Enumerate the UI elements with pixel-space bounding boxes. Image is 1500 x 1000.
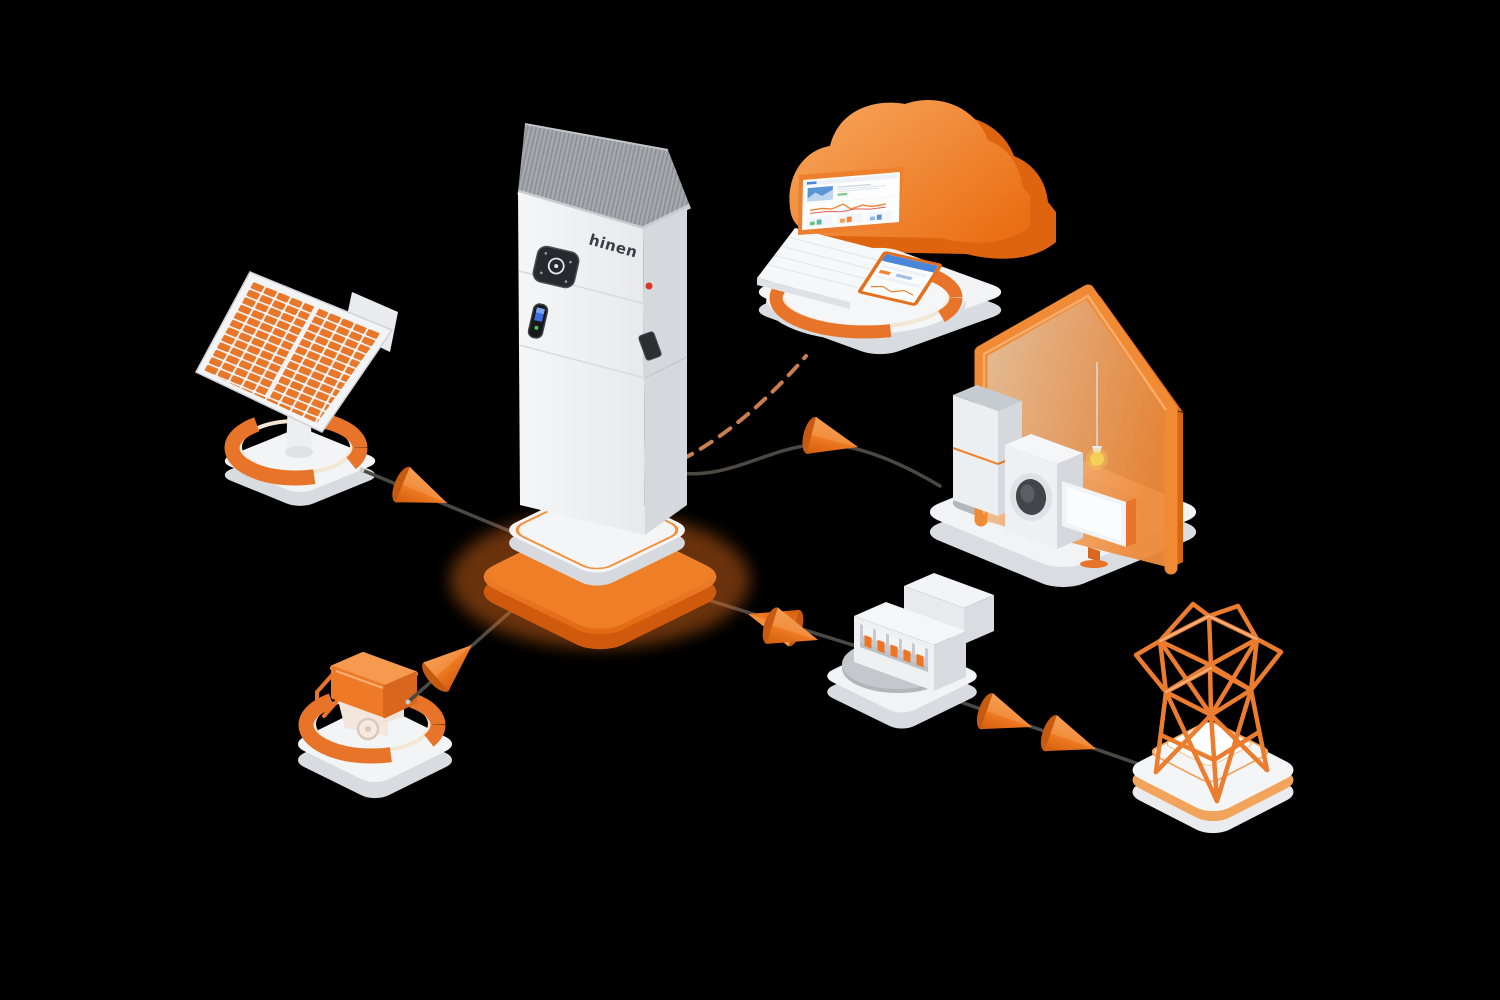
house [929, 284, 1197, 588]
generator-base-top [297, 705, 453, 783]
flow-arrow-meter-to-grid-2 [1036, 712, 1103, 767]
wire-meter-to-grid [933, 691, 1152, 770]
side-red-button [645, 282, 653, 290]
wire-cap [405, 699, 411, 705]
breaker-meter [827, 573, 994, 729]
solar-panel [194, 271, 398, 506]
flow-arrow-solar-to-tower [387, 464, 455, 521]
generator [297, 652, 453, 799]
status-led-display [527, 303, 549, 339]
cabinet-seam [518, 344, 646, 379]
meter-box [854, 573, 994, 691]
heatsink-edge [524, 123, 669, 151]
pylon-lattice [1133, 601, 1284, 804]
side-port [638, 331, 662, 361]
laptop-deck-edge [757, 278, 850, 309]
laptop-keyboard-deck [757, 228, 888, 302]
wire-cap [359, 467, 365, 473]
generator-wheel-hub [365, 726, 371, 732]
flow-arrow-meter-to-grid-1 [972, 690, 1039, 745]
solar-hub [285, 446, 313, 458]
generator-handle [315, 672, 340, 718]
battery-tower: hinen [450, 123, 750, 650]
wireless-link [658, 354, 808, 472]
generator-canopy [330, 652, 418, 718]
monitoring-station [757, 167, 1002, 355]
transmission-tower [1132, 601, 1294, 834]
control-display [532, 245, 580, 289]
pylon-highlight [1159, 614, 1258, 693]
tv-icon [1062, 481, 1136, 568]
cabinet-side-face [643, 208, 687, 535]
solar-center-gap [264, 305, 320, 399]
cabinet-seam-side [644, 356, 688, 379]
laptop-screen [802, 172, 900, 230]
laptop-key-rows [767, 236, 882, 289]
phone-icon [857, 251, 943, 307]
breaker-switches [863, 625, 925, 668]
flow-arrow-tower-to-house [799, 415, 863, 466]
wire-tower-to-house [646, 442, 942, 488]
lamp-icon [1086, 362, 1108, 470]
laptop-icon [757, 167, 904, 309]
